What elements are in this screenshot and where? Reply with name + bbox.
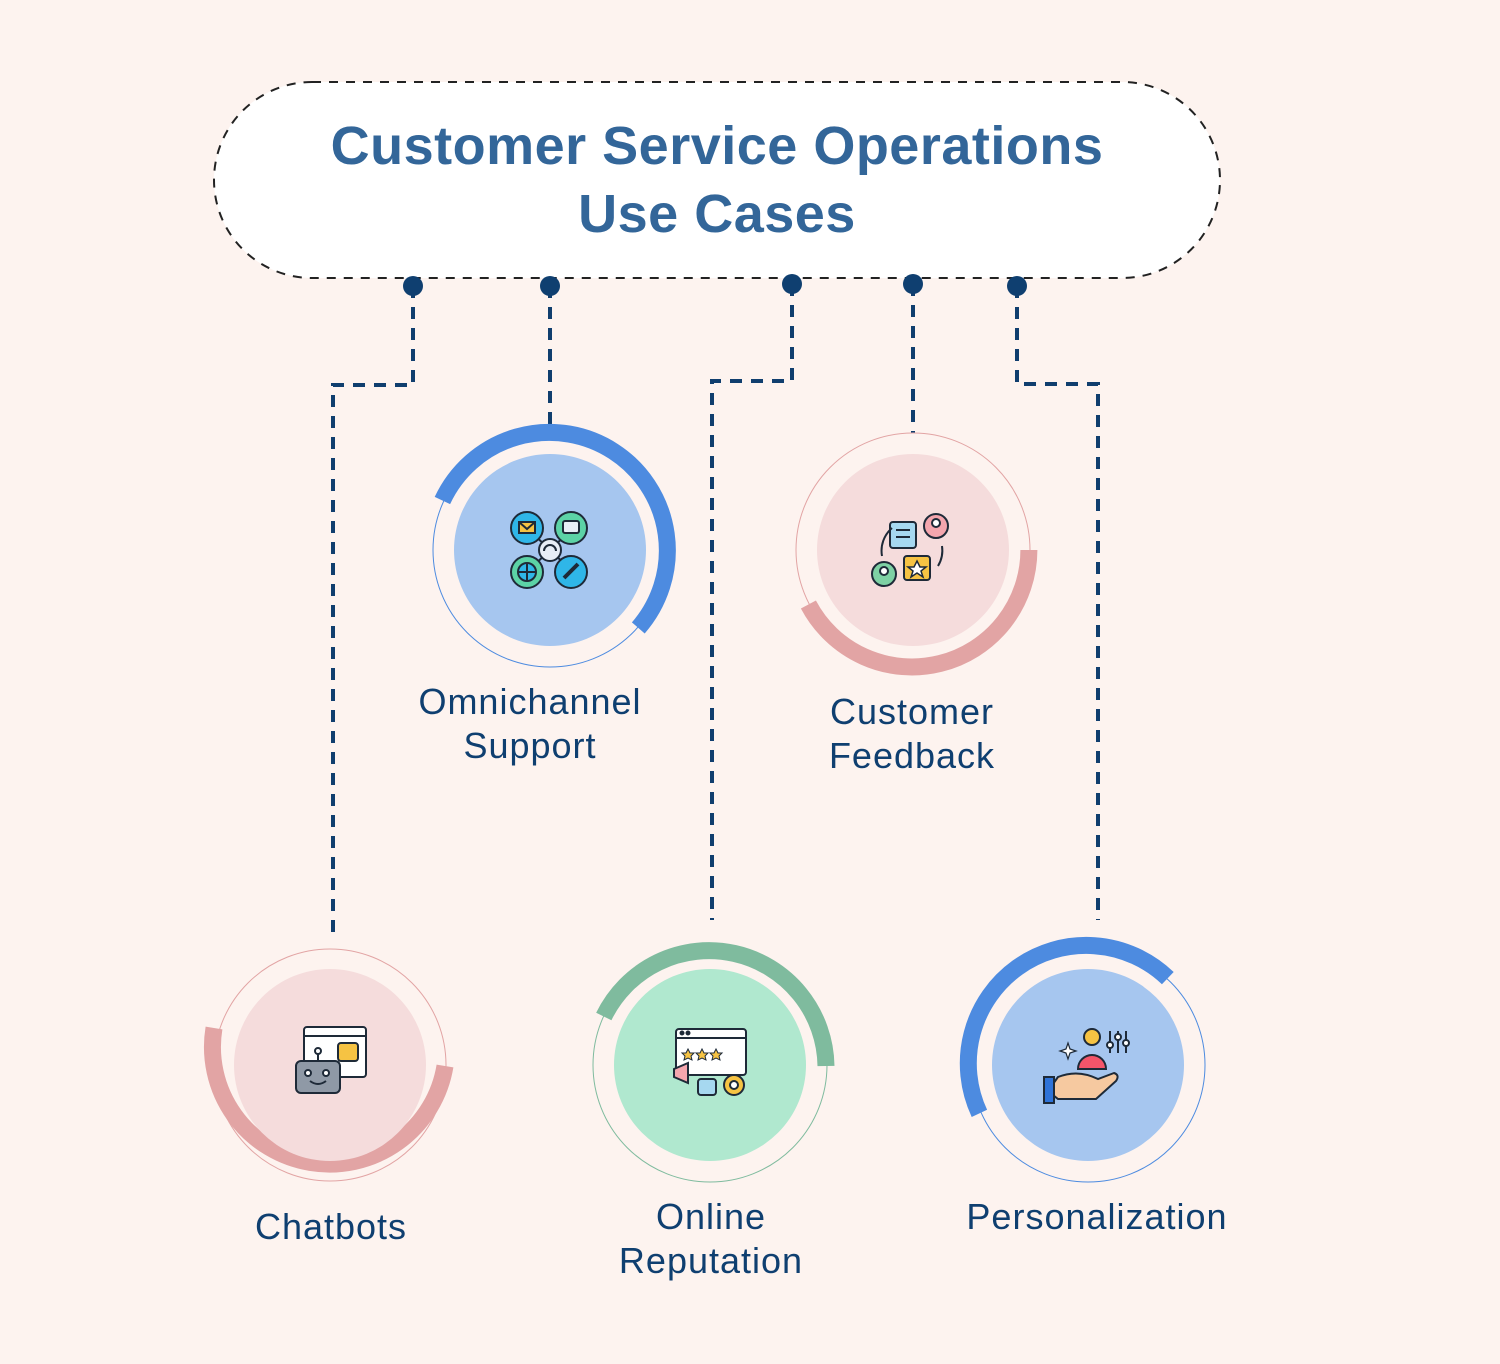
connector-personalization	[1015, 286, 1100, 920]
connector-dots	[403, 274, 1027, 296]
feedback-icon	[871, 513, 949, 587]
dot-omnichannel	[540, 276, 560, 296]
node-reputation	[592, 942, 835, 1183]
label-line: Omnichannel	[418, 681, 642, 722]
label-personalization: Personalization	[966, 1195, 1227, 1239]
title-pill	[213, 81, 1221, 279]
dot-chatbots	[403, 276, 423, 296]
arc-personalization	[959, 936, 1174, 1117]
arc-feedback	[800, 549, 1038, 676]
page-title: Customer Service Operations Use Cases	[331, 112, 1104, 248]
title-line-1: Customer Service Operations	[330, 116, 1104, 176]
label-line: Online	[655, 1196, 767, 1237]
label-line: Customer	[829, 691, 995, 732]
label-omnichannel: Omnichannel Support	[418, 680, 641, 768]
title-line-2: Use Cases	[578, 184, 856, 244]
label-line: Personalization	[966, 1196, 1228, 1237]
omnichannel-icon	[510, 511, 588, 589]
connector-chatbots	[331, 286, 415, 935]
arc-chatbots	[203, 1026, 454, 1173]
arc-reputation	[596, 942, 835, 1067]
node-personalization	[959, 936, 1206, 1183]
chatbot-icon	[295, 1026, 367, 1094]
label-line: Chatbots	[254, 1206, 408, 1247]
connectors	[331, 284, 1100, 935]
dot-reputation	[782, 274, 802, 294]
reputation-icon	[673, 1028, 747, 1096]
connector-reputation	[710, 284, 794, 920]
dot-personalization	[1007, 276, 1027, 296]
label-chatbots: Chatbots	[255, 1205, 407, 1249]
label-reputation: Online Reputation	[619, 1195, 803, 1283]
dot-feedback	[903, 274, 923, 294]
label-line: Reputation	[618, 1240, 804, 1281]
node-feedback	[795, 432, 1038, 676]
node-omnichannel	[432, 423, 676, 668]
label-line: Support	[463, 725, 597, 766]
label-feedback: Customer Feedback	[829, 690, 995, 778]
arc-omnichannel	[434, 423, 676, 634]
node-chatbots	[203, 948, 454, 1182]
personalization-icon	[1043, 1028, 1130, 1104]
title-block: Customer Service Operations Use Cases	[214, 82, 1220, 278]
label-line: Feedback	[828, 735, 996, 776]
